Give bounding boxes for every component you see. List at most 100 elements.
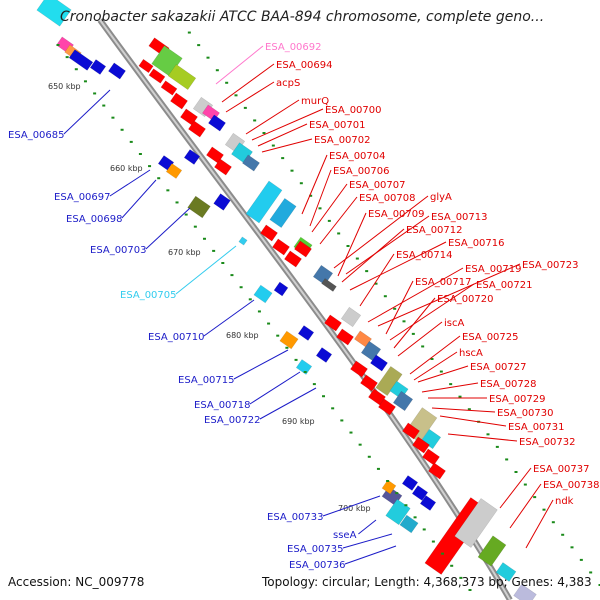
gene-feature[interactable] <box>253 284 273 304</box>
gene-feature[interactable] <box>422 448 440 466</box>
gene-feature[interactable] <box>412 436 430 454</box>
gene-label[interactable]: ESA_00731 <box>508 422 565 433</box>
gene-label[interactable]: ESA_00737 <box>533 464 590 475</box>
gene-label[interactable]: ESA_00725 <box>462 332 519 343</box>
gene-feature[interactable] <box>315 347 333 363</box>
gene-label[interactable]: ESA_00694 <box>276 60 333 71</box>
gene-feature[interactable] <box>260 224 278 242</box>
gene-label[interactable]: ESA_00720 <box>437 294 494 305</box>
gene-feature[interactable] <box>183 149 201 165</box>
gene-feature[interactable] <box>360 374 378 392</box>
gene-label[interactable]: ESA_00698 <box>66 214 123 225</box>
gene-label[interactable]: ESA_00701 <box>309 120 366 131</box>
gene-feature[interactable] <box>312 264 334 286</box>
gene-label[interactable]: ESA_00715 <box>178 375 235 386</box>
gene-label[interactable]: ESA_00732 <box>519 437 576 448</box>
gene-label[interactable]: ESA_00727 <box>470 362 527 373</box>
gene-feature[interactable] <box>381 479 397 495</box>
gene-label[interactable]: ESA_00735 <box>287 544 344 555</box>
gene-feature[interactable] <box>180 108 198 126</box>
gene-feature[interactable] <box>392 390 414 412</box>
gene-label[interactable]: hscA <box>459 348 483 359</box>
gene-feature[interactable] <box>242 154 260 172</box>
gene-feature[interactable] <box>295 359 313 375</box>
gene-feature[interactable] <box>89 59 107 75</box>
gene-label[interactable]: murQ <box>301 96 329 107</box>
gene-feature[interactable] <box>297 325 315 341</box>
gene-label[interactable]: ESA_00730 <box>497 408 554 419</box>
gene-label[interactable]: ESA_00710 <box>148 332 205 343</box>
gene-label[interactable]: ESA_00692 <box>265 42 322 53</box>
gene-feature[interactable] <box>513 583 537 600</box>
gene-feature[interactable] <box>206 146 224 164</box>
gene-feature[interactable] <box>321 278 337 292</box>
gene-feature[interactable] <box>370 354 388 372</box>
gene-label[interactable]: ESA_00705 <box>120 290 177 301</box>
gene-feature[interactable] <box>495 562 517 582</box>
gene-label[interactable]: ESA_00700 <box>325 105 382 116</box>
gene-feature[interactable] <box>385 498 411 526</box>
gene-feature[interactable] <box>269 197 297 229</box>
gene-feature[interactable] <box>138 58 154 74</box>
gene-feature[interactable] <box>36 0 72 27</box>
gene-label[interactable]: ESA_00709 <box>368 209 425 220</box>
gene-label[interactable]: ESA_00719 <box>465 264 522 275</box>
gene-feature[interactable] <box>245 180 283 224</box>
gene-feature[interactable] <box>279 330 299 350</box>
gene-label[interactable]: ESA_00703 <box>90 245 147 256</box>
gene-feature[interactable] <box>350 360 368 378</box>
gene-label[interactable]: ESA_00718 <box>194 400 251 411</box>
gene-label[interactable]: ESA_00706 <box>333 166 390 177</box>
gene-feature[interactable] <box>340 306 362 328</box>
gene-label[interactable]: ESA_00707 <box>349 180 406 191</box>
gene-feature[interactable] <box>238 236 248 246</box>
gene-feature[interactable] <box>336 328 354 346</box>
gene-label[interactable]: ESA_00685 <box>8 130 65 141</box>
gene-label[interactable]: ESA_00708 <box>359 193 416 204</box>
gene-label[interactable]: ESA_00721 <box>476 280 533 291</box>
gene-feature[interactable] <box>411 485 429 501</box>
gene-label[interactable]: ESA_00738 <box>543 480 600 491</box>
gene-label[interactable]: ESA_00728 <box>480 379 537 390</box>
gene-label[interactable]: ESA_00733 <box>267 512 324 523</box>
gene-feature[interactable] <box>208 114 226 132</box>
gene-feature[interactable] <box>272 238 290 256</box>
gene-label[interactable]: ESA_00729 <box>489 394 546 405</box>
gene-feature[interactable] <box>165 163 183 179</box>
gene-feature[interactable] <box>294 240 312 258</box>
gene-feature[interactable] <box>402 422 420 440</box>
gene-feature[interactable] <box>68 49 94 71</box>
gene-feature[interactable] <box>419 495 437 511</box>
gene-feature[interactable] <box>477 535 507 567</box>
gene-feature[interactable] <box>214 158 232 176</box>
gene-feature[interactable] <box>324 314 342 332</box>
gene-label[interactable]: iscA <box>444 318 464 329</box>
gene-feature[interactable] <box>187 195 211 219</box>
gene-feature[interactable] <box>108 62 126 80</box>
gene-label[interactable]: ESA_00716 <box>448 238 505 249</box>
gene-feature[interactable] <box>378 398 396 416</box>
gene-label[interactable]: ESA_00722 <box>204 415 261 426</box>
gene-feature[interactable] <box>399 514 419 534</box>
gene-feature[interactable] <box>170 92 188 110</box>
gene-feature[interactable] <box>148 68 166 84</box>
gene-label[interactable]: ESA_00736 <box>289 560 346 571</box>
gene-label[interactable]: ESA_00713 <box>431 212 488 223</box>
gene-feature[interactable] <box>213 193 231 211</box>
gene-feature[interactable] <box>273 281 289 297</box>
gene-label[interactable]: ESA_00714 <box>396 250 453 261</box>
gene-label[interactable]: ESA_00697 <box>54 192 111 203</box>
gene-feature[interactable] <box>401 475 419 491</box>
gene-feature[interactable] <box>454 498 498 548</box>
gene-label[interactable]: ESA_00723 <box>522 260 579 271</box>
gene-feature[interactable] <box>188 120 206 138</box>
gene-label[interactable]: ESA_00702 <box>314 135 371 146</box>
gene-label[interactable]: ESA_00712 <box>406 225 463 236</box>
gene-label[interactable]: ESA_00717 <box>415 277 472 288</box>
gene-feature[interactable] <box>167 64 197 90</box>
gene-feature[interactable] <box>284 250 302 268</box>
gene-feature[interactable] <box>428 462 446 480</box>
gene-feature[interactable] <box>160 80 178 96</box>
gene-label[interactable]: glyA <box>430 192 452 203</box>
